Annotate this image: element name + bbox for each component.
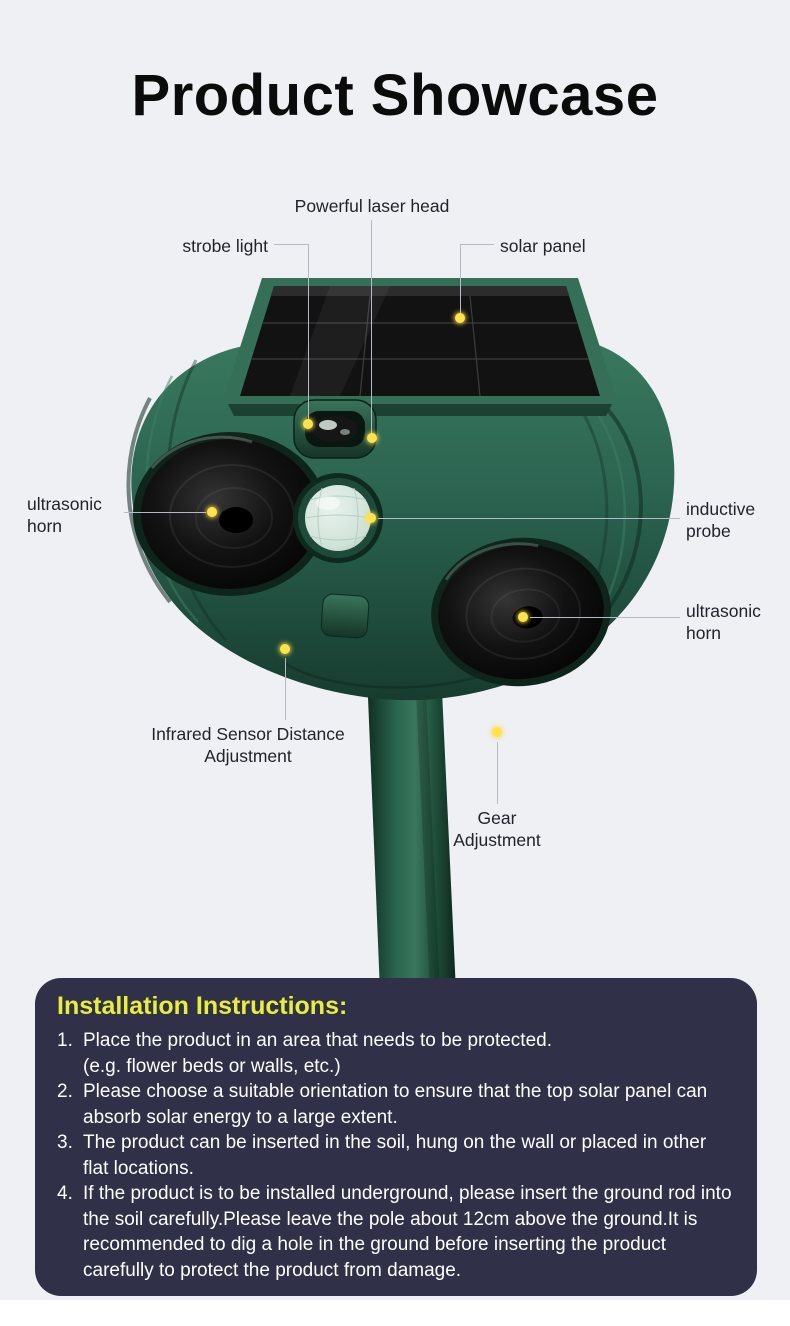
instruction-text: Please choose a suitable orientation to … <box>83 1081 708 1128</box>
callout-dot <box>455 313 465 323</box>
ultrasonic-horn-left-graphic <box>133 432 327 596</box>
callout-line <box>460 244 494 245</box>
instructions-list: 1. Place the product in an area that nee… <box>57 1028 735 1283</box>
callout-label-strobe-light: strobe light <box>182 236 268 256</box>
callout-label-infrared-adjustment: Infrared Sensor Distance Adjustment <box>151 724 345 766</box>
callout-line <box>371 220 372 434</box>
callout-dot <box>367 433 377 443</box>
callout-dot <box>303 419 313 429</box>
solar-panel-graphic <box>222 278 618 416</box>
pir-sensor <box>293 473 383 563</box>
instruction-text: Place the product in an area that needs … <box>83 1030 552 1077</box>
instruction-number: 2. <box>57 1081 73 1102</box>
callout-dot <box>492 727 502 737</box>
instruction-item: 3. The product can be inserted in the so… <box>57 1130 735 1181</box>
instruction-text: The product can be inserted in the soil,… <box>83 1132 707 1179</box>
callout-line <box>497 742 498 804</box>
callout-label-ultrasonic-horn-left: ultrasonic horn <box>27 494 102 536</box>
strobe-laser-housing <box>293 399 377 459</box>
instruction-number: 3. <box>57 1132 73 1153</box>
instruction-item: 1. Place the product in an area that nee… <box>57 1028 735 1079</box>
instruction-item: 2. Please choose a suitable orientation … <box>57 1079 735 1130</box>
callout-dot <box>280 644 290 654</box>
callout-line <box>460 244 461 316</box>
instruction-item: 4. If the product is to be installed und… <box>57 1181 735 1283</box>
instructions-panel: Installation Instructions: 1. Place the … <box>35 978 757 1296</box>
instruction-number: 1. <box>57 1030 73 1051</box>
callout-line <box>530 617 680 618</box>
callout-label-gear-adjustment: Gear Adjustment <box>453 808 541 850</box>
mounting-pole <box>366 648 456 992</box>
callout-line <box>285 658 286 720</box>
bottom-white-strip <box>0 1300 790 1326</box>
callout-label-inductive-probe: inductive probe <box>686 499 756 541</box>
callout-dot <box>207 507 217 517</box>
callout-dot <box>518 612 528 622</box>
page-title: Product Showcase <box>131 63 659 128</box>
callout-dot <box>366 513 376 523</box>
product-illustration <box>126 278 675 992</box>
callout-label-laser-head: Powerful laser head <box>294 196 450 216</box>
instruction-number: 4. <box>57 1183 73 1204</box>
adjustment-nub <box>320 593 370 639</box>
callout-line <box>378 518 680 519</box>
callout-label-ultrasonic-horn-right: ultrasonic horn <box>686 601 761 643</box>
callout-label-solar-panel: solar panel <box>500 236 586 256</box>
callout-line <box>124 512 206 513</box>
callout-line <box>274 244 308 245</box>
callout-line <box>308 244 309 424</box>
instructions-heading: Installation Instructions: <box>57 992 348 1020</box>
instruction-text: If the product is to be installed underg… <box>83 1183 732 1281</box>
